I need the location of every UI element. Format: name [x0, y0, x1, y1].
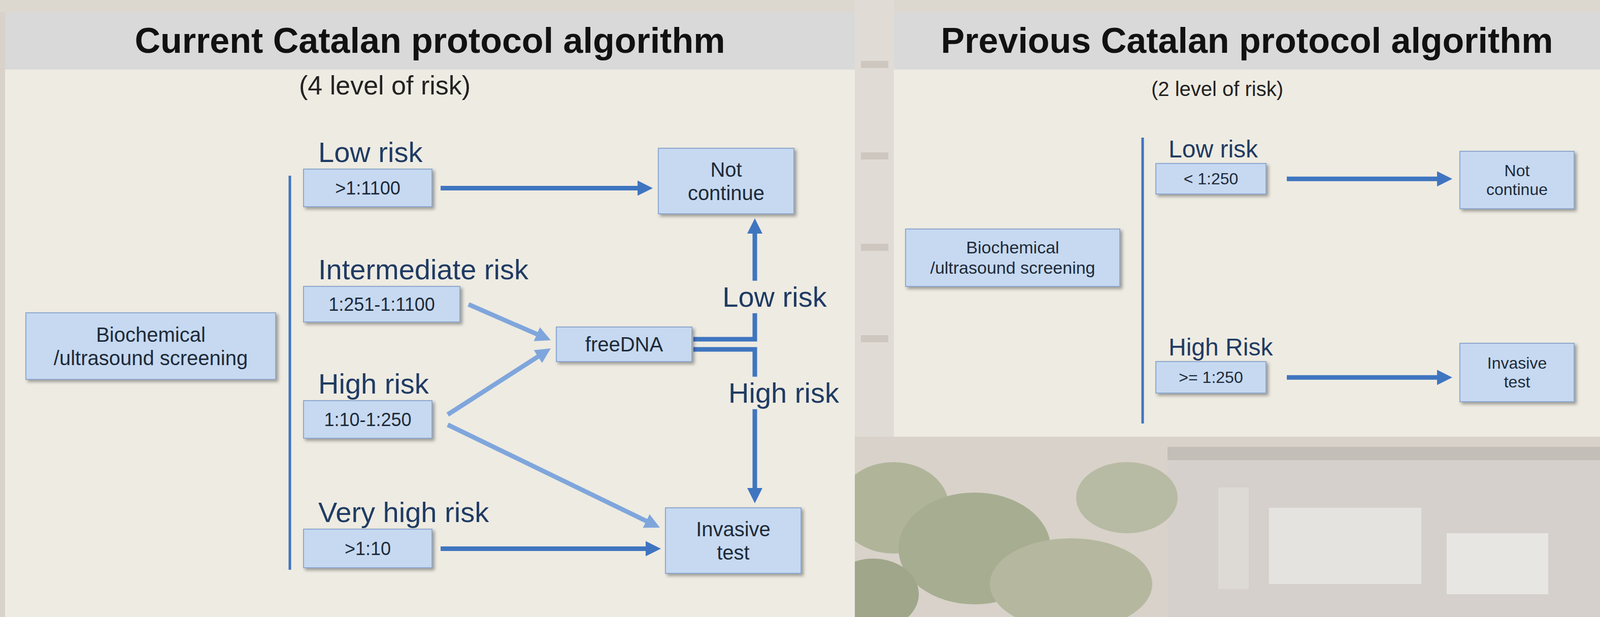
connector-arrow	[693, 349, 755, 497]
connector-arrow	[447, 424, 655, 525]
box-text: Not continue	[1482, 161, 1551, 199]
panel-subtitle: (2 level of risk)	[1151, 77, 1284, 101]
panel-subtitle: (4 level of risk)	[298, 70, 471, 102]
panel-title: Current Catalan protocol algorithm	[5, 12, 855, 70]
box-outline: Invasive test	[1459, 342, 1575, 403]
box-text: Not continue	[683, 157, 770, 205]
connector-arrow	[447, 351, 546, 415]
box-outline: freeDNA	[555, 326, 693, 362]
process-box: Not continue	[657, 147, 795, 215]
process-box: Not continue	[1459, 150, 1575, 210]
panel-title: Previous Catalan protocol algorithm	[893, 12, 1600, 70]
risk-box: Low risk >1:1100	[303, 136, 433, 208]
box-outline: Invasive test	[664, 507, 802, 574]
risk-box: High Risk >= 1:250	[1155, 332, 1273, 394]
box-outline: 1:10-1:250	[303, 400, 433, 439]
box-text: 1:251-1:1100	[328, 293, 436, 315]
process-box: freeDNA	[555, 326, 693, 362]
box-text: >= 1:250	[1178, 368, 1243, 387]
process-box: Invasive test	[1459, 342, 1575, 403]
process-box: Biochemical /ultrasound screening	[25, 312, 277, 380]
box-text: < 1:250	[1183, 169, 1239, 189]
box-text: >1:10	[344, 538, 391, 559]
box-outline: Not continue	[657, 147, 795, 215]
box-outline: < 1:250	[1155, 162, 1267, 195]
bracket-line	[1141, 137, 1145, 424]
bracket-line	[288, 175, 292, 570]
edge-label: Low risk	[718, 280, 831, 314]
protocol-panel: Current Catalan protocol algorithm(4 lev…	[5, 12, 855, 617]
connector-arrow	[1286, 375, 1447, 380]
process-box: Invasive test	[664, 507, 802, 574]
connector-arrow	[440, 546, 655, 551]
box-text: Invasive test	[690, 517, 777, 564]
box-outline: >1:10	[303, 528, 433, 569]
risk-box: Very high risk >1:10	[303, 495, 489, 569]
risk-heading: Intermediate risk	[318, 253, 529, 286]
risk-heading: High risk	[318, 367, 429, 400]
risk-box: Intermediate risk 1:251-1:1100	[303, 253, 529, 323]
protocol-panel: Previous Catalan protocol algorithm (2 le…	[893, 12, 1600, 437]
risk-heading: High Risk	[1168, 332, 1273, 361]
box-outline: Not continue	[1459, 150, 1575, 210]
process-box: Biochemical /ultrasound screening	[905, 228, 1121, 287]
box-text: Invasive test	[1482, 353, 1551, 392]
box-outline: >1:1100	[303, 168, 433, 208]
box-text: >1:1100	[335, 177, 400, 199]
box-text: Biochemical /ultrasound screening	[925, 237, 1100, 278]
box-text: Biochemical /ultrasound screening	[48, 322, 254, 370]
box-outline: Biochemical /ultrasound screening	[25, 312, 277, 380]
box-outline: Biochemical /ultrasound screening	[905, 228, 1121, 287]
risk-heading: Low risk	[1168, 135, 1258, 163]
risk-box: High risk 1:10-1:250	[303, 367, 433, 439]
edge-label: High risk	[724, 376, 844, 410]
box-outline: >= 1:250	[1155, 360, 1267, 394]
risk-heading: Low risk	[318, 136, 423, 169]
connector-arrow	[1286, 176, 1447, 182]
box-text: freeDNA	[585, 332, 663, 356]
risk-heading: Very high risk	[318, 495, 489, 529]
box-outline: 1:251-1:1100	[303, 285, 461, 323]
connector-arrow	[440, 185, 647, 191]
risk-box: Low risk < 1:250	[1155, 135, 1267, 195]
connector-arrow	[468, 304, 546, 338]
box-text: 1:10-1:250	[323, 409, 412, 430]
